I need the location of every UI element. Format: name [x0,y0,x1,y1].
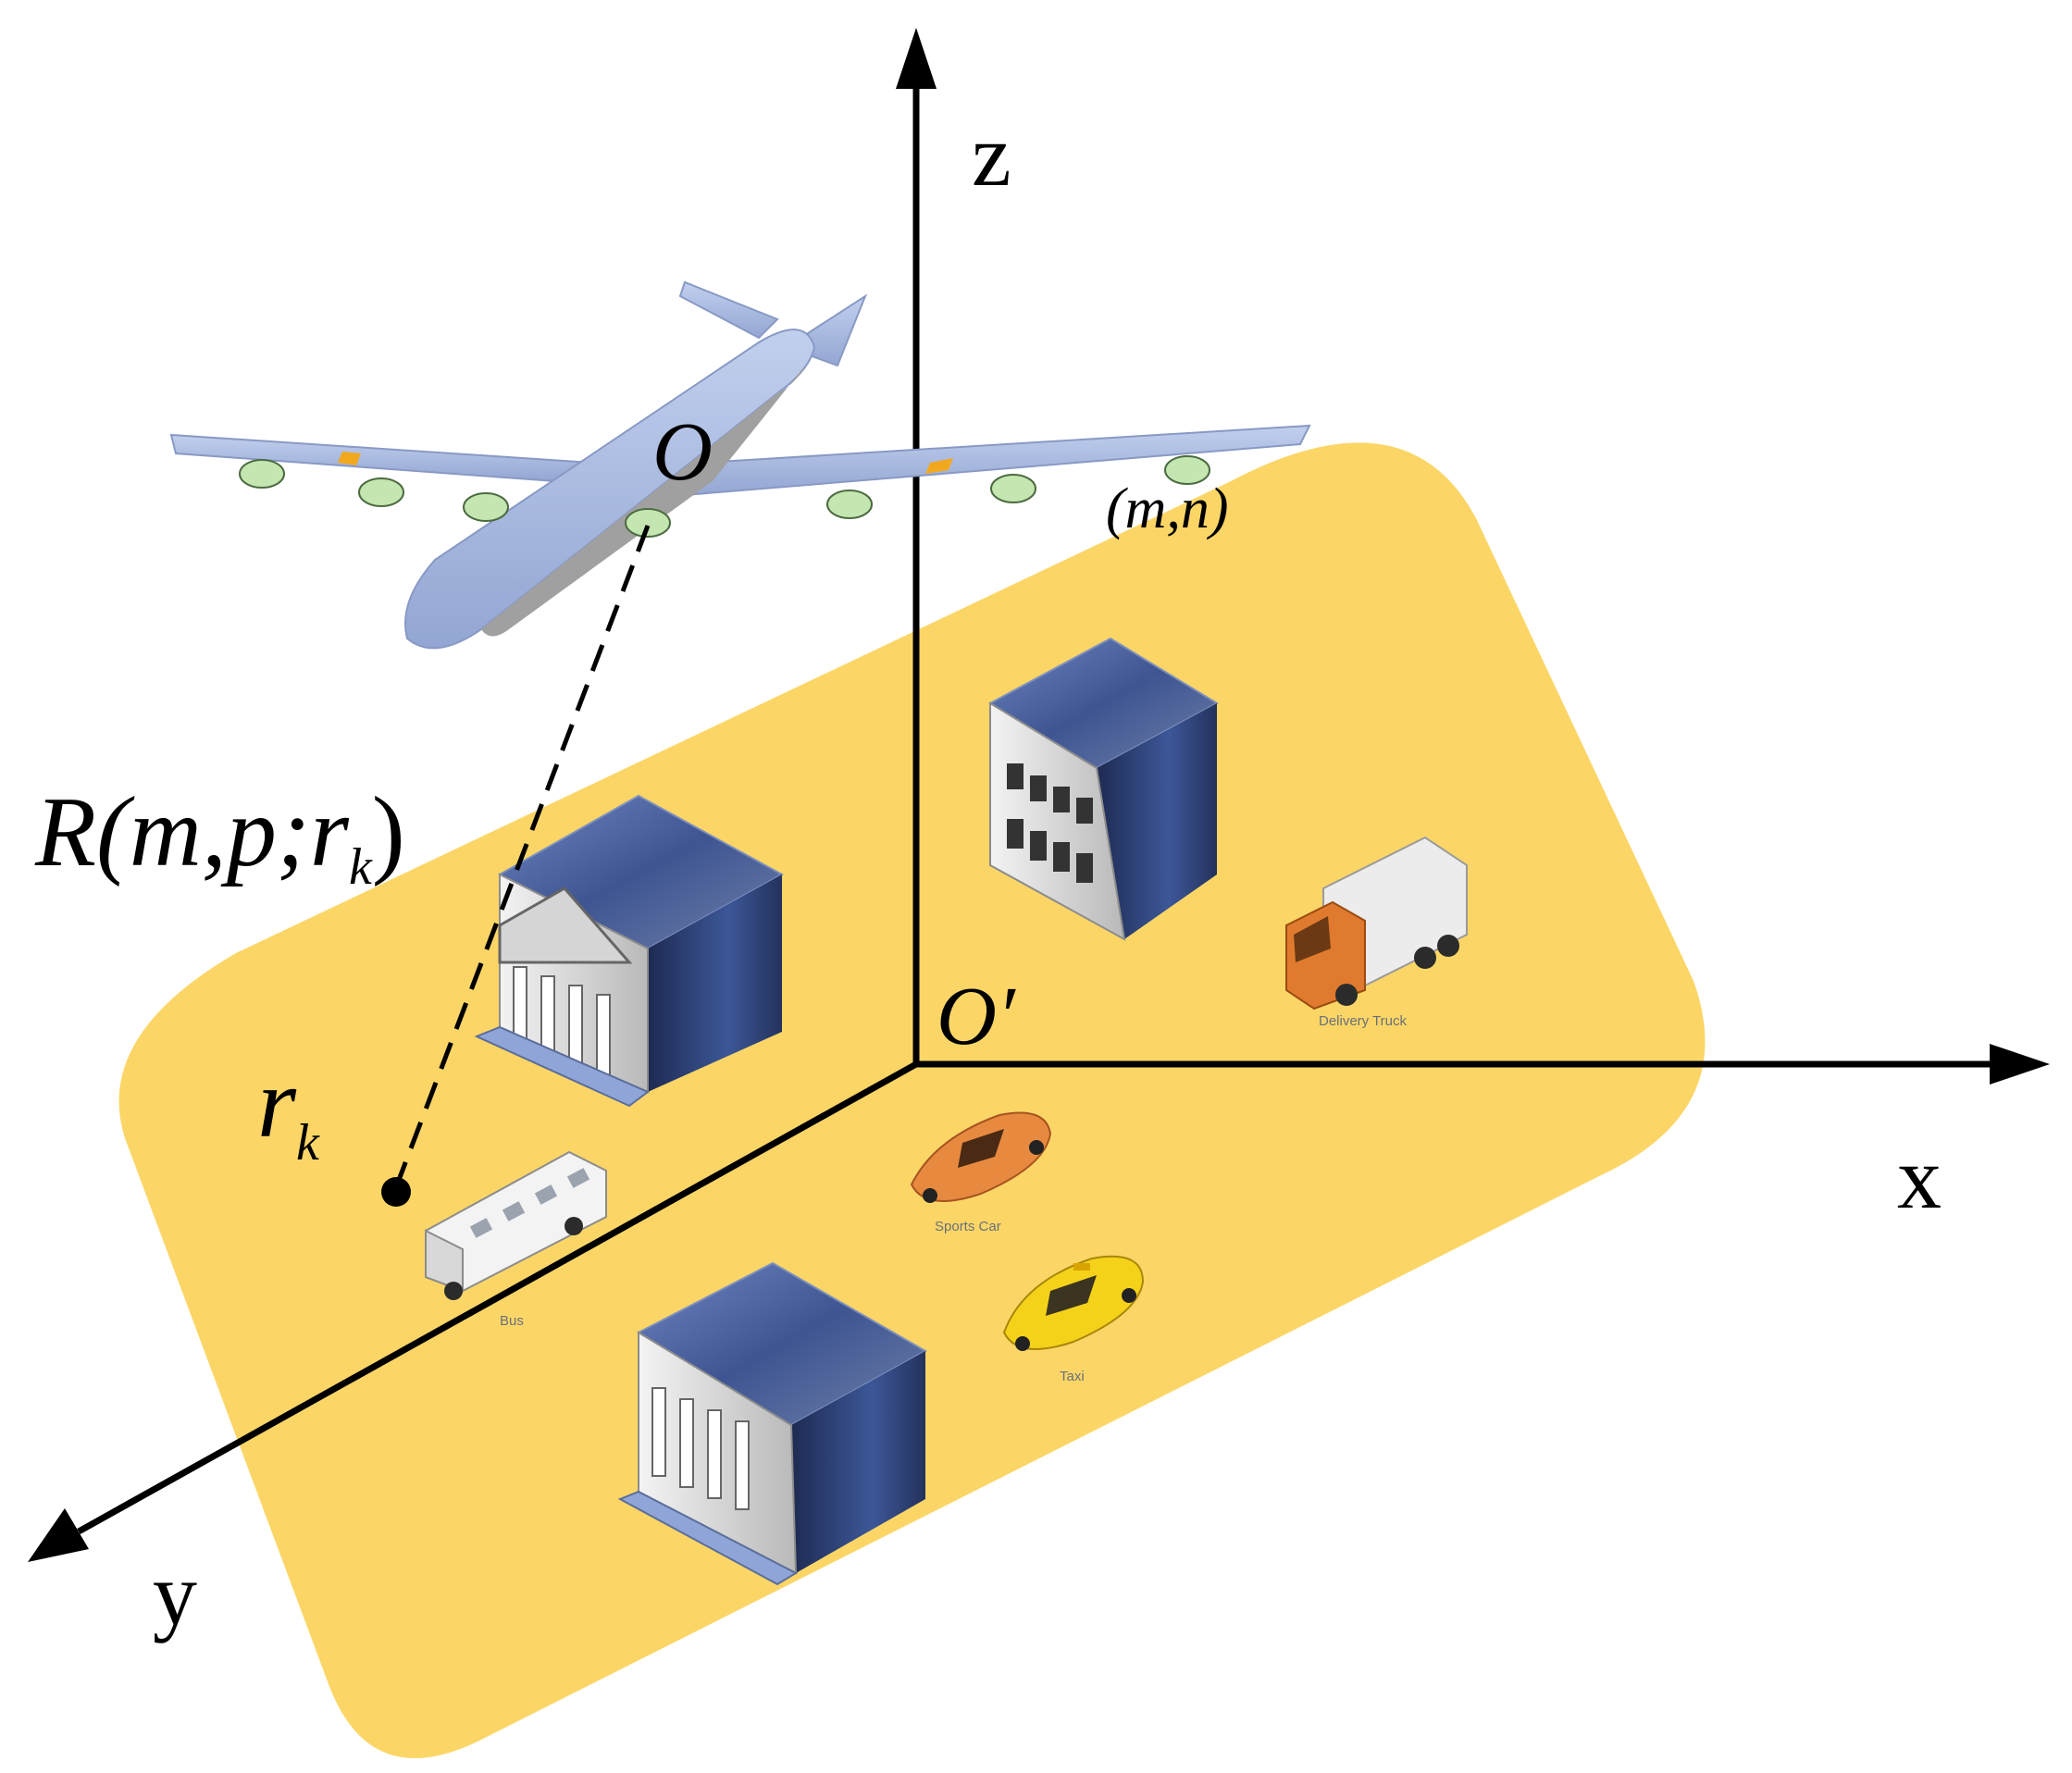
sports-car-label: Sports Car [935,1219,1001,1234]
bus-icon [425,1150,607,1300]
bank-building-icon [474,794,785,1108]
label-m-n: (m,n) [1106,477,1229,540]
sports-car-icon [910,1111,1052,1203]
label-rk: rk [257,1048,320,1172]
y-axis [77,1060,918,1535]
label-O-prime: O′ [937,971,1016,1062]
taxi-label: Taxi [1060,1369,1085,1384]
label-R-m-p-rk: R(m,p;rk) [34,777,405,896]
x-axis-arrowhead [1990,1044,2050,1085]
y-axis-arrowhead [28,1508,89,1562]
x-axis-label: x [1897,1128,1942,1227]
target-point-rk [381,1177,411,1207]
label-O: O [652,406,713,498]
bus-label: Bus [500,1313,524,1329]
ground-plane [118,442,1706,1758]
delivery-truck-icon [1285,836,1468,1010]
taxi-icon [1002,1255,1145,1351]
z-axis-arrowhead [896,28,937,89]
coordinate-axes [28,28,2050,1562]
slant-range-line [393,525,651,1188]
aircraft-icon [169,280,1311,650]
y-axis-label: y [153,1544,197,1643]
z-axis-label: z [972,105,1011,205]
office-building-icon [987,637,1220,941]
bank-building-icon-2 [617,1261,928,1586]
delivery-truck-label: Delivery Truck [1319,1013,1408,1029]
